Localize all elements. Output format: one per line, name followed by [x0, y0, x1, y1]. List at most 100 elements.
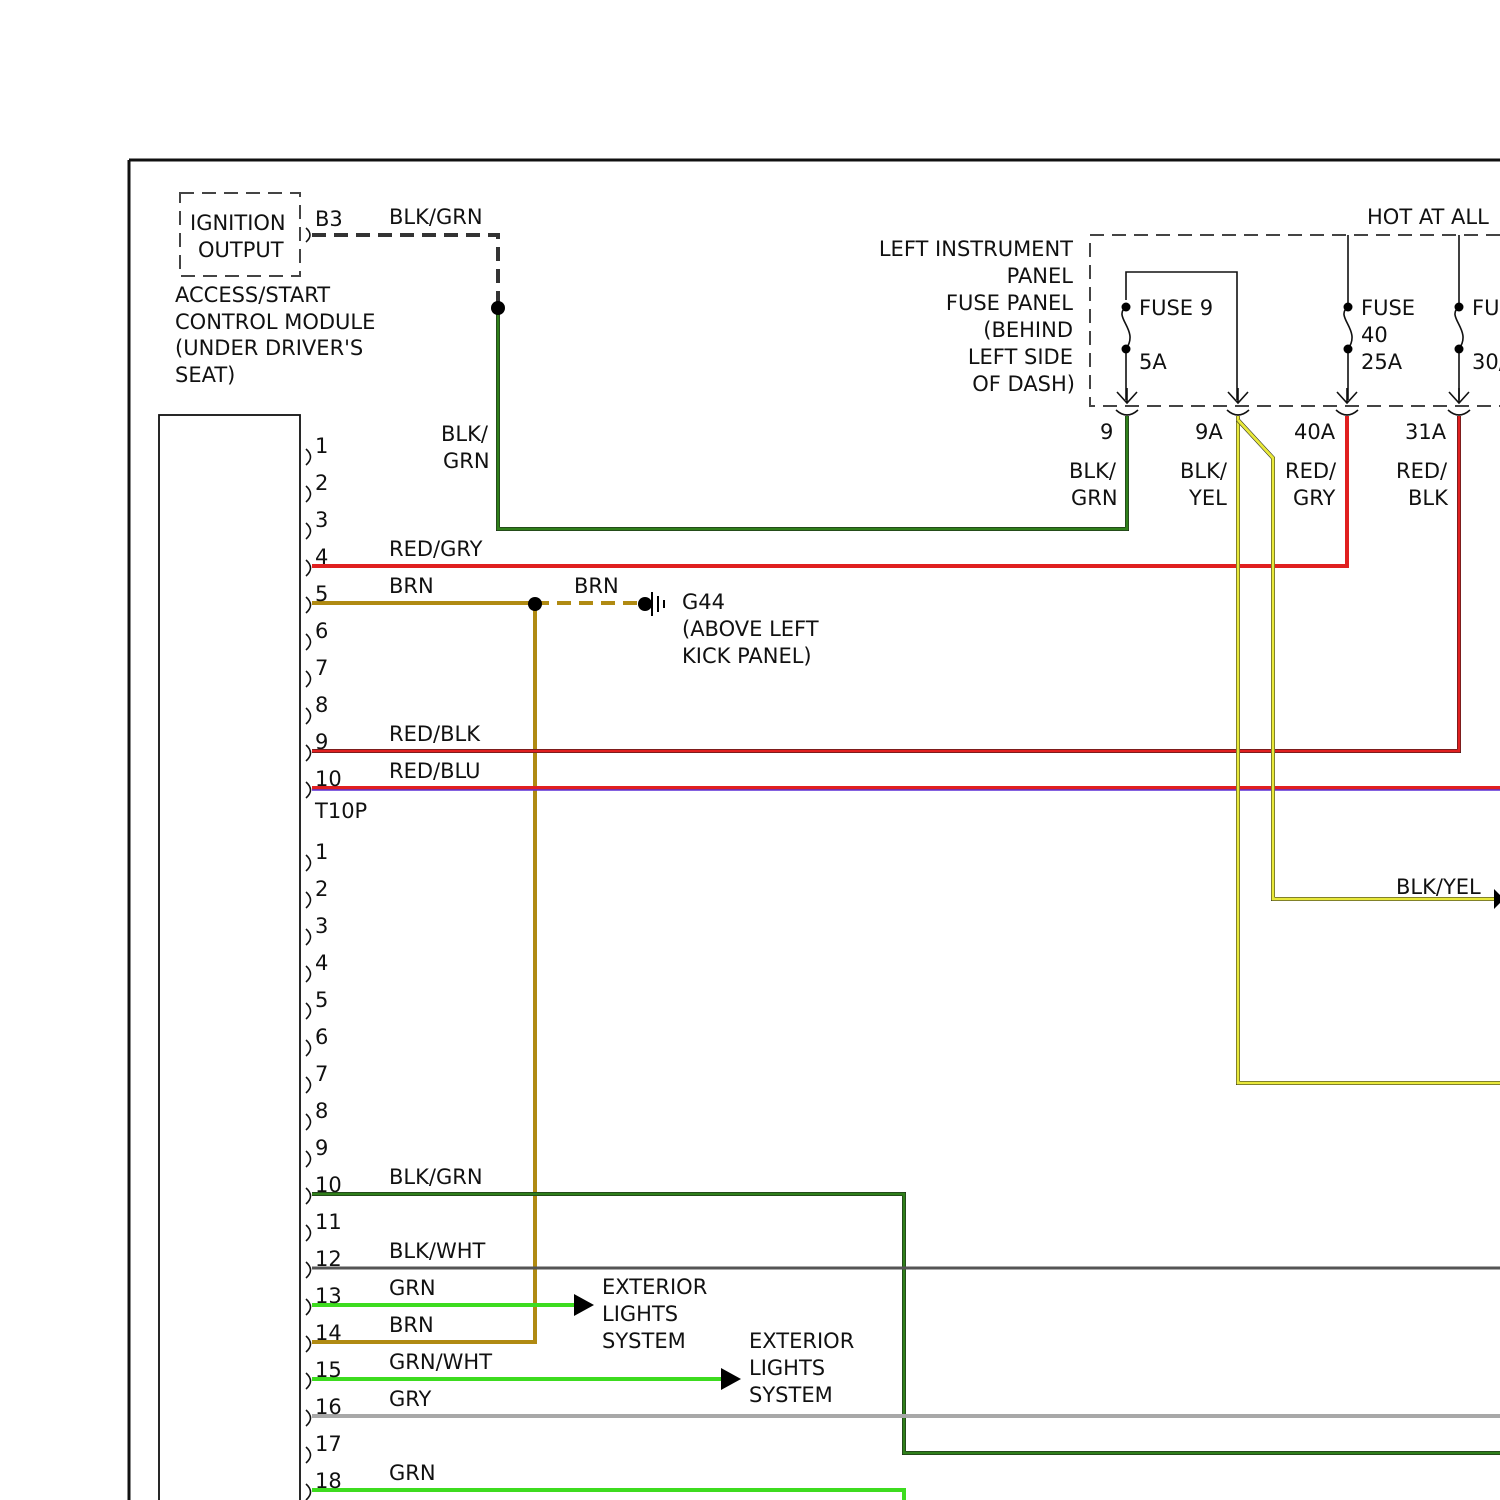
connector-pin-number: 4 [315, 951, 328, 975]
arrow-right-icon [574, 1294, 594, 1316]
fuse9-internal-wire [1126, 272, 1237, 400]
pin-b3-label: B3 [315, 207, 343, 231]
wire-b3-dashed [312, 235, 498, 308]
connector-pin-number: 10 [315, 767, 342, 791]
connector-pin [306, 966, 311, 982]
fuse-terminal-connector [1448, 388, 1470, 415]
wire-label-red-blk: RED/BLK [389, 722, 481, 746]
fuse-panel-line: PANEL [1007, 264, 1074, 288]
module-line: CONTROL MODULE [175, 310, 375, 334]
connector-pin [306, 671, 311, 687]
connector-pin [306, 1003, 311, 1019]
module-body [159, 415, 300, 1500]
connector-pin-number: 14 [315, 1321, 342, 1345]
connector-pin-number: 8 [315, 1099, 328, 1123]
ground-location: (ABOVE LEFT [682, 617, 819, 641]
connector-pin-number: 9 [315, 730, 328, 754]
wire-label-c2-18: GRN [389, 1461, 436, 1485]
connector-pin-number: 11 [315, 1210, 342, 1234]
connector-pin-number: 12 [315, 1247, 342, 1271]
connector-pin-number: 6 [315, 1025, 328, 1049]
connector-pin [306, 1077, 311, 1093]
connector-pin [306, 1299, 311, 1315]
terminal-label: 9 [1100, 420, 1113, 444]
fuse-panel-outline [1090, 235, 1500, 406]
wire-brn-vertical [312, 603, 535, 1342]
connector-pin-number: 7 [315, 656, 328, 680]
connector-pin-number: 3 [315, 508, 328, 532]
connector-pin-number: 2 [315, 877, 328, 901]
wire-label: GRY [1293, 486, 1336, 510]
connector-pin [306, 1484, 311, 1500]
connector-pin [306, 1151, 311, 1167]
connector-1: 12345678910 [306, 434, 342, 798]
ground-id: G44 [682, 590, 725, 614]
connector-pin-number: 15 [315, 1358, 342, 1382]
wire-label: RED/ [1396, 459, 1448, 483]
wire-label-b3: BLK/GRN [389, 205, 483, 229]
connector-pin [306, 523, 311, 539]
splice-ground [638, 597, 652, 611]
fuse31-rating: 30/ [1472, 350, 1500, 374]
wire-brn-vertical-edge [312, 603, 535, 1342]
ground-location: KICK PANEL) [682, 644, 812, 668]
fuse40-name: FUSE [1361, 296, 1415, 320]
wire-label: BLK [1408, 486, 1449, 510]
ground-icon [652, 592, 664, 616]
wire-label-brn: BRN [389, 574, 434, 598]
fuse-panel: LEFT INSTRUMENT PANEL FUSE PANEL (BEHIND… [879, 205, 1500, 510]
wire-label-c2-16: GRY [389, 1387, 432, 1411]
fuse9-name: FUSE 9 [1139, 296, 1213, 320]
fuse40-number: 40 [1361, 323, 1388, 347]
connector-name: T10P [314, 799, 367, 823]
fuse40-element [1344, 235, 1352, 400]
module-line: (UNDER DRIVER'S [175, 336, 363, 360]
terminal-label: 40A [1294, 420, 1336, 444]
connector-pin [306, 855, 311, 871]
wire-label-c2-10: BLK/GRN [389, 1165, 483, 1189]
wire-label-red-blu: RED/BLU [389, 759, 481, 783]
connector-pin-number: 16 [315, 1395, 342, 1419]
splice-blk-grn [491, 301, 505, 315]
connector-pin [306, 1373, 311, 1389]
wire-label-c2-14: BRN [389, 1313, 434, 1337]
fuse-contact [1122, 345, 1131, 354]
splice-brn [528, 597, 542, 611]
wire-label-c2-12: BLK/WHT [389, 1239, 486, 1263]
connector-pin [306, 1114, 311, 1130]
connector-pin [306, 745, 311, 761]
connector-pin [306, 929, 311, 945]
connector-pin-b3 [306, 228, 310, 242]
arrow-right-icon [1494, 889, 1500, 909]
connector-pin [306, 1336, 311, 1352]
connector-2: 123456789101112131415161718 [306, 840, 342, 1500]
wire-label-c2-15: GRN/WHT [389, 1350, 492, 1374]
wire-label: GRN [443, 449, 490, 473]
connector-pin-number: 17 [315, 1432, 342, 1456]
connector-pin [306, 634, 311, 650]
connector-pin [306, 1225, 311, 1241]
connector-pin-number: 6 [315, 619, 328, 643]
fuse-terminals [1116, 388, 1470, 415]
fuse-contact [1455, 345, 1464, 354]
fuse31-name: FU [1472, 296, 1499, 320]
connector-pin [306, 782, 311, 798]
fuse40-rating: 25A [1361, 350, 1403, 374]
wire-label: GRN [1071, 486, 1118, 510]
fuse-contact [1122, 303, 1131, 312]
fuse-panel-line: FUSE PANEL [946, 291, 1073, 315]
module-description: ACCESS/START CONTROL MODULE (UNDER DRIVE… [175, 283, 375, 387]
wire-label-blk-yel: BLK/YEL [1396, 875, 1481, 899]
fuse-contact [1344, 345, 1353, 354]
wire-label-brn-2: BRN [574, 574, 619, 598]
connector-pin [306, 449, 311, 465]
exterior-lights-label-2: SYSTEM [749, 1383, 833, 1407]
connector-pin [306, 892, 311, 908]
arrow-right-icon [721, 1368, 741, 1390]
ignition-output-line2: OUTPUT [198, 238, 284, 262]
exterior-lights-label: EXTERIOR [602, 1275, 707, 1299]
connector-pin [306, 1447, 311, 1463]
connector-pin-number: 7 [315, 1062, 328, 1086]
hot-at-all-label: HOT AT ALL [1367, 205, 1489, 229]
fuse-terminal-connector [1227, 388, 1249, 415]
